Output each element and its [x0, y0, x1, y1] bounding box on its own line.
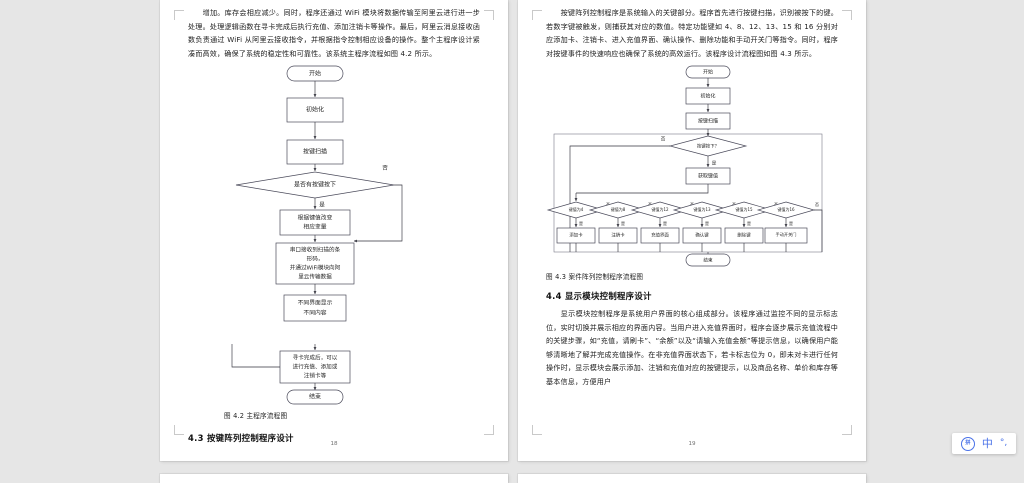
node-serial-label-1: 串口接收到扫描的条 [290, 246, 341, 254]
node-card-label-2: 进行充值、添加或 [293, 363, 338, 371]
node-start-label: 开始 [309, 70, 321, 78]
branch-action-1-label: 添加卡 [569, 232, 583, 239]
paragraph-main-program: 增加。库存会相应减少。同时，程序还通过 WiFi 模块将数据传输至阿里云进行进一… [188, 8, 480, 58]
node-ui [283, 294, 347, 322]
figure-4-3: 开始 初始化 按键扫描 按键按下？ 否 是 [546, 62, 838, 281]
branch-6-no-exit [814, 209, 823, 253]
crop-mark-bottom-left [174, 425, 184, 435]
branch-action-6-label: 手动开关门 [776, 231, 797, 238]
edge-label-yes-r: 是 [712, 161, 717, 167]
node-serial-label-2: 形码， [307, 255, 324, 263]
branch-decision-3-label: 键值为12 [651, 206, 669, 212]
page-body-right: 按键阵列控制程序是系统输入的关键部分。程序首先进行按键扫描，识别被按下的键。若数… [546, 6, 838, 388]
branch-decision-1-label: 键值为4 [569, 206, 584, 212]
branch-action-3-label: 充值界面 [651, 232, 669, 239]
node-end-label: 结束 [309, 393, 321, 401]
node-card-label-1: 寻卡完成后，可以 [293, 354, 338, 362]
node-ui-label-2: 不同内容 [303, 309, 326, 317]
edge-label-no: 否 [382, 165, 388, 172]
node-init-label: 初始化 [306, 106, 324, 114]
branch-6-no-label: 否 [815, 202, 819, 207]
edge-no-loop [353, 184, 403, 243]
flowchart-main-program: 开始 初始化 按键扫描 是否有按键按下 否 是 [235, 65, 403, 322]
edge-label-no-r: 否 [661, 137, 666, 143]
flow-outer-frame [553, 133, 823, 253]
branch-3-yes-label: 是 [663, 220, 667, 226]
page-number-left: 18 [330, 441, 338, 447]
crop-mark-bottom-left-right-page [532, 425, 542, 435]
ime-mode-toggle[interactable]: 中 [981, 437, 993, 450]
node-scan-r-label: 按键扫描 [698, 118, 718, 125]
node-setvar-label-1: 根据键值改变 [298, 214, 333, 222]
page-body-left: 增加。库存会相应减少。同时，程序还通过 WiFi 模块将数据传输至阿里云进行进一… [188, 6, 480, 444]
node-check-r-label: 按键按下？ [697, 143, 719, 150]
branch-action-2-label: 注销卡 [611, 232, 625, 239]
ime-logo-icon[interactable]: 拼 [960, 436, 975, 451]
ime-toolbar[interactable]: 拼 中 °, [952, 433, 1016, 454]
node-scan-label: 按键扫描 [303, 148, 327, 156]
document-page-next-right[interactable] [518, 474, 866, 483]
node-start-r-label: 开始 [703, 69, 713, 76]
edge-label-yes: 是 [319, 202, 325, 209]
node-card-label-3: 注销卡等 [304, 372, 327, 380]
figure-4-2-caption: 图 4.2 主程序流程图 [224, 412, 288, 421]
figure-4-3-caption: 图 4.3 案件阵列控制程序流程图 [546, 273, 644, 282]
branch-action-4-label: 确认键 [695, 232, 709, 239]
edge-loop-back [231, 344, 280, 368]
node-end [286, 389, 344, 405]
node-ui-label-1: 不同界面显示 [298, 300, 333, 307]
crop-mark-top-right [484, 10, 494, 20]
branch-decision-2-label: 键值为8 [611, 206, 626, 212]
branch-decision-5-label: 键值为15 [735, 206, 753, 212]
node-end-r [685, 253, 731, 267]
branch-2-yes-label: 是 [621, 220, 625, 226]
branch-4-yes-label: 是 [705, 220, 709, 226]
node-setvar [279, 209, 351, 236]
node-serial [275, 242, 355, 285]
page-number-right: 19 [688, 441, 696, 447]
crop-mark-top-right-right-page [842, 10, 852, 20]
node-setvar-label-2: 相应变量 [303, 223, 326, 231]
node-serial-label-4: 里云传输数据 [298, 273, 332, 281]
document-page-19[interactable]: 按键阵列控制程序是系统输入的关键部分。程序首先进行按键扫描，识别被按下的键。若数… [518, 0, 866, 461]
branch-decision-4-label: 键值为13 [693, 206, 711, 212]
branch-1-yes-label: 是 [579, 220, 583, 226]
node-check-label: 是否有按键按下 [294, 181, 336, 189]
crop-mark-top-left [174, 10, 184, 20]
heading-4-3: 4.3 按键阵列控制程序设计 [188, 433, 294, 444]
crop-mark-bottom-right [484, 425, 494, 435]
branch-action-5-label: 删除键 [737, 232, 751, 239]
node-init-r-label: 初始化 [700, 93, 715, 100]
branch-5-yes-label: 是 [747, 220, 751, 226]
node-end-r-label: 结束 [703, 257, 713, 264]
document-page-18[interactable]: 增加。库存会相应减少。同时，程序还通过 WiFi 模块将数据传输至阿里云进行进一… [160, 0, 508, 461]
node-serial-label-3: 并通过WiFi模块向阿 [290, 264, 341, 272]
crop-mark-bottom-right-right-page [842, 425, 852, 435]
crop-mark-top-left-right-page [532, 10, 542, 20]
ime-tools-icon[interactable]: °, [999, 438, 1008, 448]
figure-4-2: 开始 初始化 按键扫描 是否有按键按下 否 是 [188, 64, 480, 420]
edge-r-bus [576, 184, 709, 194]
edge-r-no-loop [569, 145, 670, 253]
flowchart-keypad-matrix: 开始 初始化 按键扫描 按键按下？ 否 是 [546, 65, 823, 267]
flowchart-main-program-tail: 寻卡完成后，可以 进行充值、添加或 注销卡等 结束 [231, 344, 351, 405]
node-getval-r-label: 获取键值 [698, 173, 718, 180]
branch-decision-6-label: 键值为16 [777, 206, 795, 212]
paragraph-display-module: 显示模块控制程序是系统用户界面的核心组成部分。该程序通过监控不同的显示标志位，实… [546, 309, 838, 386]
heading-4-4: 4.4 显示模块控制程序设计 [546, 291, 652, 302]
node-init [286, 97, 344, 123]
document-page-next-left[interactable] [160, 474, 508, 483]
branch-6-yes-label: 是 [789, 220, 793, 226]
paragraph-keypad-program: 按键阵列控制程序是系统输入的关键部分。程序首先进行按键扫描，识别被按下的键。若数… [546, 8, 838, 58]
